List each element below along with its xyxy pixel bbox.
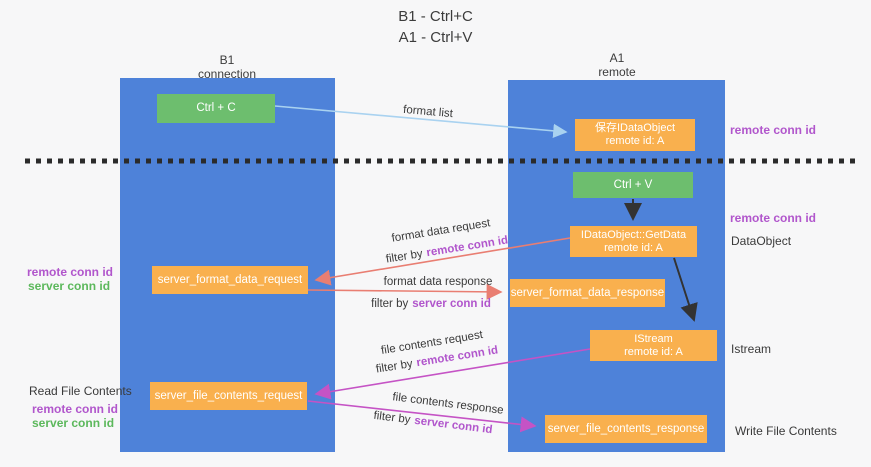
getdata-box: IDataObject::GetData remote id: A bbox=[570, 226, 697, 257]
format-data-response-label: format data response bbox=[383, 276, 493, 288]
left-remote-conn-id-annotation-top: remote conn id bbox=[27, 265, 114, 279]
right-column-role: remote bbox=[598, 65, 636, 79]
server-file-contents-request-label: server_file_contents_request bbox=[154, 389, 303, 402]
getdata-line2: remote id: A bbox=[604, 241, 663, 254]
diagram-title: B1 - Ctrl+C A1 - Ctrl+V bbox=[0, 6, 871, 48]
ctrl-c-label: Ctrl + C bbox=[196, 102, 236, 114]
right-column-name: A1 bbox=[609, 51, 625, 65]
remote-conn-id-annotation-top: remote conn id bbox=[730, 123, 817, 137]
format-list-label: format list bbox=[402, 103, 454, 121]
dataobject-annotation: DataObject bbox=[731, 234, 792, 248]
left-column-role: connection bbox=[197, 67, 257, 81]
server-format-data-response-label: server_format_data_response bbox=[510, 286, 665, 299]
server-file-contents-request-box: server_file_contents_request bbox=[150, 382, 307, 410]
write-file-contents-annotation: Write File Contents bbox=[735, 424, 837, 438]
file-contents-response-label: file contents response bbox=[391, 391, 505, 417]
server-format-data-request-box: server_format_data_request bbox=[152, 266, 308, 294]
istream-line1: IStream bbox=[634, 332, 673, 345]
save-dataobject-line2: remote id: A bbox=[605, 135, 665, 147]
read-file-contents-annotation: Read File Contents bbox=[29, 384, 132, 398]
right-column-header: A1 remote bbox=[547, 51, 687, 79]
save-dataobject-box: 保存IDataObject remote id: A bbox=[575, 119, 695, 151]
istream-line2: remote id: A bbox=[624, 345, 683, 358]
left-column-header: B1 connection bbox=[157, 53, 297, 81]
ctrl-v-label: Ctrl + V bbox=[613, 178, 653, 191]
left-server-conn-id-annotation-top: server conn id bbox=[28, 279, 111, 293]
arrow-format-data-response bbox=[307, 283, 503, 300]
server-file-contents-response-box: server_file_contents_response bbox=[545, 415, 707, 443]
diagram-title-line1: B1 - Ctrl+C bbox=[398, 8, 473, 25]
server-format-data-response-box: server_format_data_response bbox=[510, 279, 665, 307]
ctrl-v-box: Ctrl + V bbox=[573, 172, 693, 198]
diagram-title-line2: A1 - Ctrl+V bbox=[398, 29, 473, 46]
save-dataobject-line1: 保存IDataObject bbox=[594, 122, 676, 134]
left-server-conn-id-annotation-bottom: server conn id bbox=[32, 416, 115, 430]
left-remote-conn-id-annotation-bottom: remote conn id bbox=[32, 402, 119, 416]
ctrl-c-box: Ctrl + C bbox=[157, 94, 275, 123]
server-file-contents-response-label: server_file_contents_response bbox=[547, 422, 705, 435]
istream-box: IStream remote id: A bbox=[590, 330, 717, 361]
server-format-data-request-label: server_format_data_request bbox=[157, 273, 303, 286]
istream-annotation: Istream bbox=[731, 342, 772, 356]
left-column-name: B1 bbox=[219, 53, 235, 67]
getdata-line1: IDataObject::GetData bbox=[580, 228, 687, 241]
remote-conn-id-annotation-mid: remote conn id bbox=[730, 211, 817, 225]
